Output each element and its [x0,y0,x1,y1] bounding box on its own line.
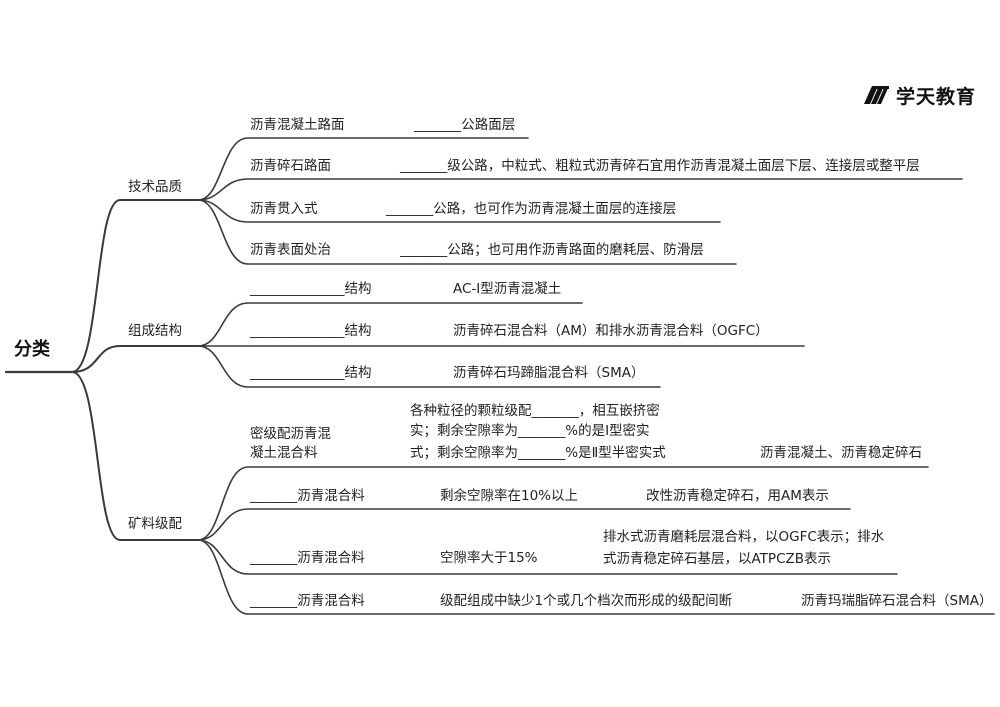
slanted-stripes-logo-icon [864,86,889,104]
category-branch-line [71,199,199,373]
structure-item-name: ______________结构 [250,281,372,297]
gradation-item-name: _______沥青混合料 [250,593,365,609]
structure-item-desc: AC-I型沥青混凝土 [453,281,562,297]
category-tech-quality: 技术品质 [128,179,182,195]
gradation-item-name: _______沥青混合料 [250,550,365,566]
gradation-item-desc: 式；剩余空隙率为_______%是Ⅱ型半密实式 [410,445,666,461]
leaf-branch-line [197,302,583,347]
category-branch-line [71,345,199,373]
category-mineral-gradation: 矿料级配 [128,516,182,532]
gradation-item-example: 改性沥青稳定碎石，用AM表示 [646,488,829,504]
leaf-branch-line [197,137,529,201]
gradation-item-example: 排水式沥青磨耗层混合料，以OGFC表示；排水 [603,529,885,545]
gradation-item-example: 沥青玛瑞脂碎石混合料（SMA） [801,593,993,609]
gradation-item-desc: 各种粒径的颗粒级配_______，相互嵌挤密 [410,403,660,419]
root-node: 分类 [14,339,50,360]
gradation-item-name: 密级配沥青混 [250,426,331,442]
tech-item-name: 沥青表面处治 [250,242,331,258]
tech-item-desc: _______公路，也可作为沥青混凝土面层的连接层 [386,201,677,217]
leaf-branch-line [197,508,851,541]
leaf-branch-line [197,345,661,388]
leaf-branch-line [197,539,995,615]
structure-item-desc: 沥青碎石混合料（AM）和排水沥青混合料（OGFC） [453,323,769,339]
structure-item-name: ______________结构 [250,323,372,339]
gradation-item-desc: 剩余空隙率在10%以上 [440,488,579,504]
brand-name: 学天教育 [896,85,977,108]
gradation-item-desc: 实；剩余空隙率为_______%的是Ⅰ型密实 [410,423,650,439]
category-composition-structure: 组成结构 [128,323,182,339]
tech-item-desc: _______公路面层 [414,117,516,133]
tech-item-name: 沥青碎石路面 [250,158,331,174]
gradation-item-example: 沥青混凝土、沥青稳定碎石 [760,445,922,461]
leaf-branch-line [197,539,898,575]
gradation-item-name: _______沥青混合料 [250,488,365,504]
tech-item-desc: _______级公路，中粒式、粗粒式沥青碎石宜用作沥青混凝土面层下层、连接层或整… [400,158,920,174]
gradation-item-example: 式沥青稳定碎石基层，以ATPCZB表示 [603,551,832,567]
tech-item-desc: _______公路；也可用作沥青路面的磨耗层、防滑层 [400,242,704,258]
structure-item-desc: 沥青碎石玛蹄脂混合料（SMA） [453,365,645,381]
leaf-branch-line [197,199,737,265]
gradation-item-name: 凝土混合料 [250,445,318,461]
tech-item-name: 沥青贯入式 [250,201,318,217]
leaf-branch-line [197,199,721,223]
leaf-branch-line [197,178,963,201]
gradation-item-desc: 空隙率大于15% [440,550,538,566]
tech-item-name: 沥青混凝土路面 [250,117,345,133]
structure-item-name: ______________结构 [250,365,372,381]
category-branch-line [71,371,199,541]
gradation-item-desc: 级配组成中缺少1个或几个档次而形成的级配间断 [440,593,733,609]
leaf-branch-line [197,466,929,541]
brand-logo: 学天教育 [864,83,977,108]
